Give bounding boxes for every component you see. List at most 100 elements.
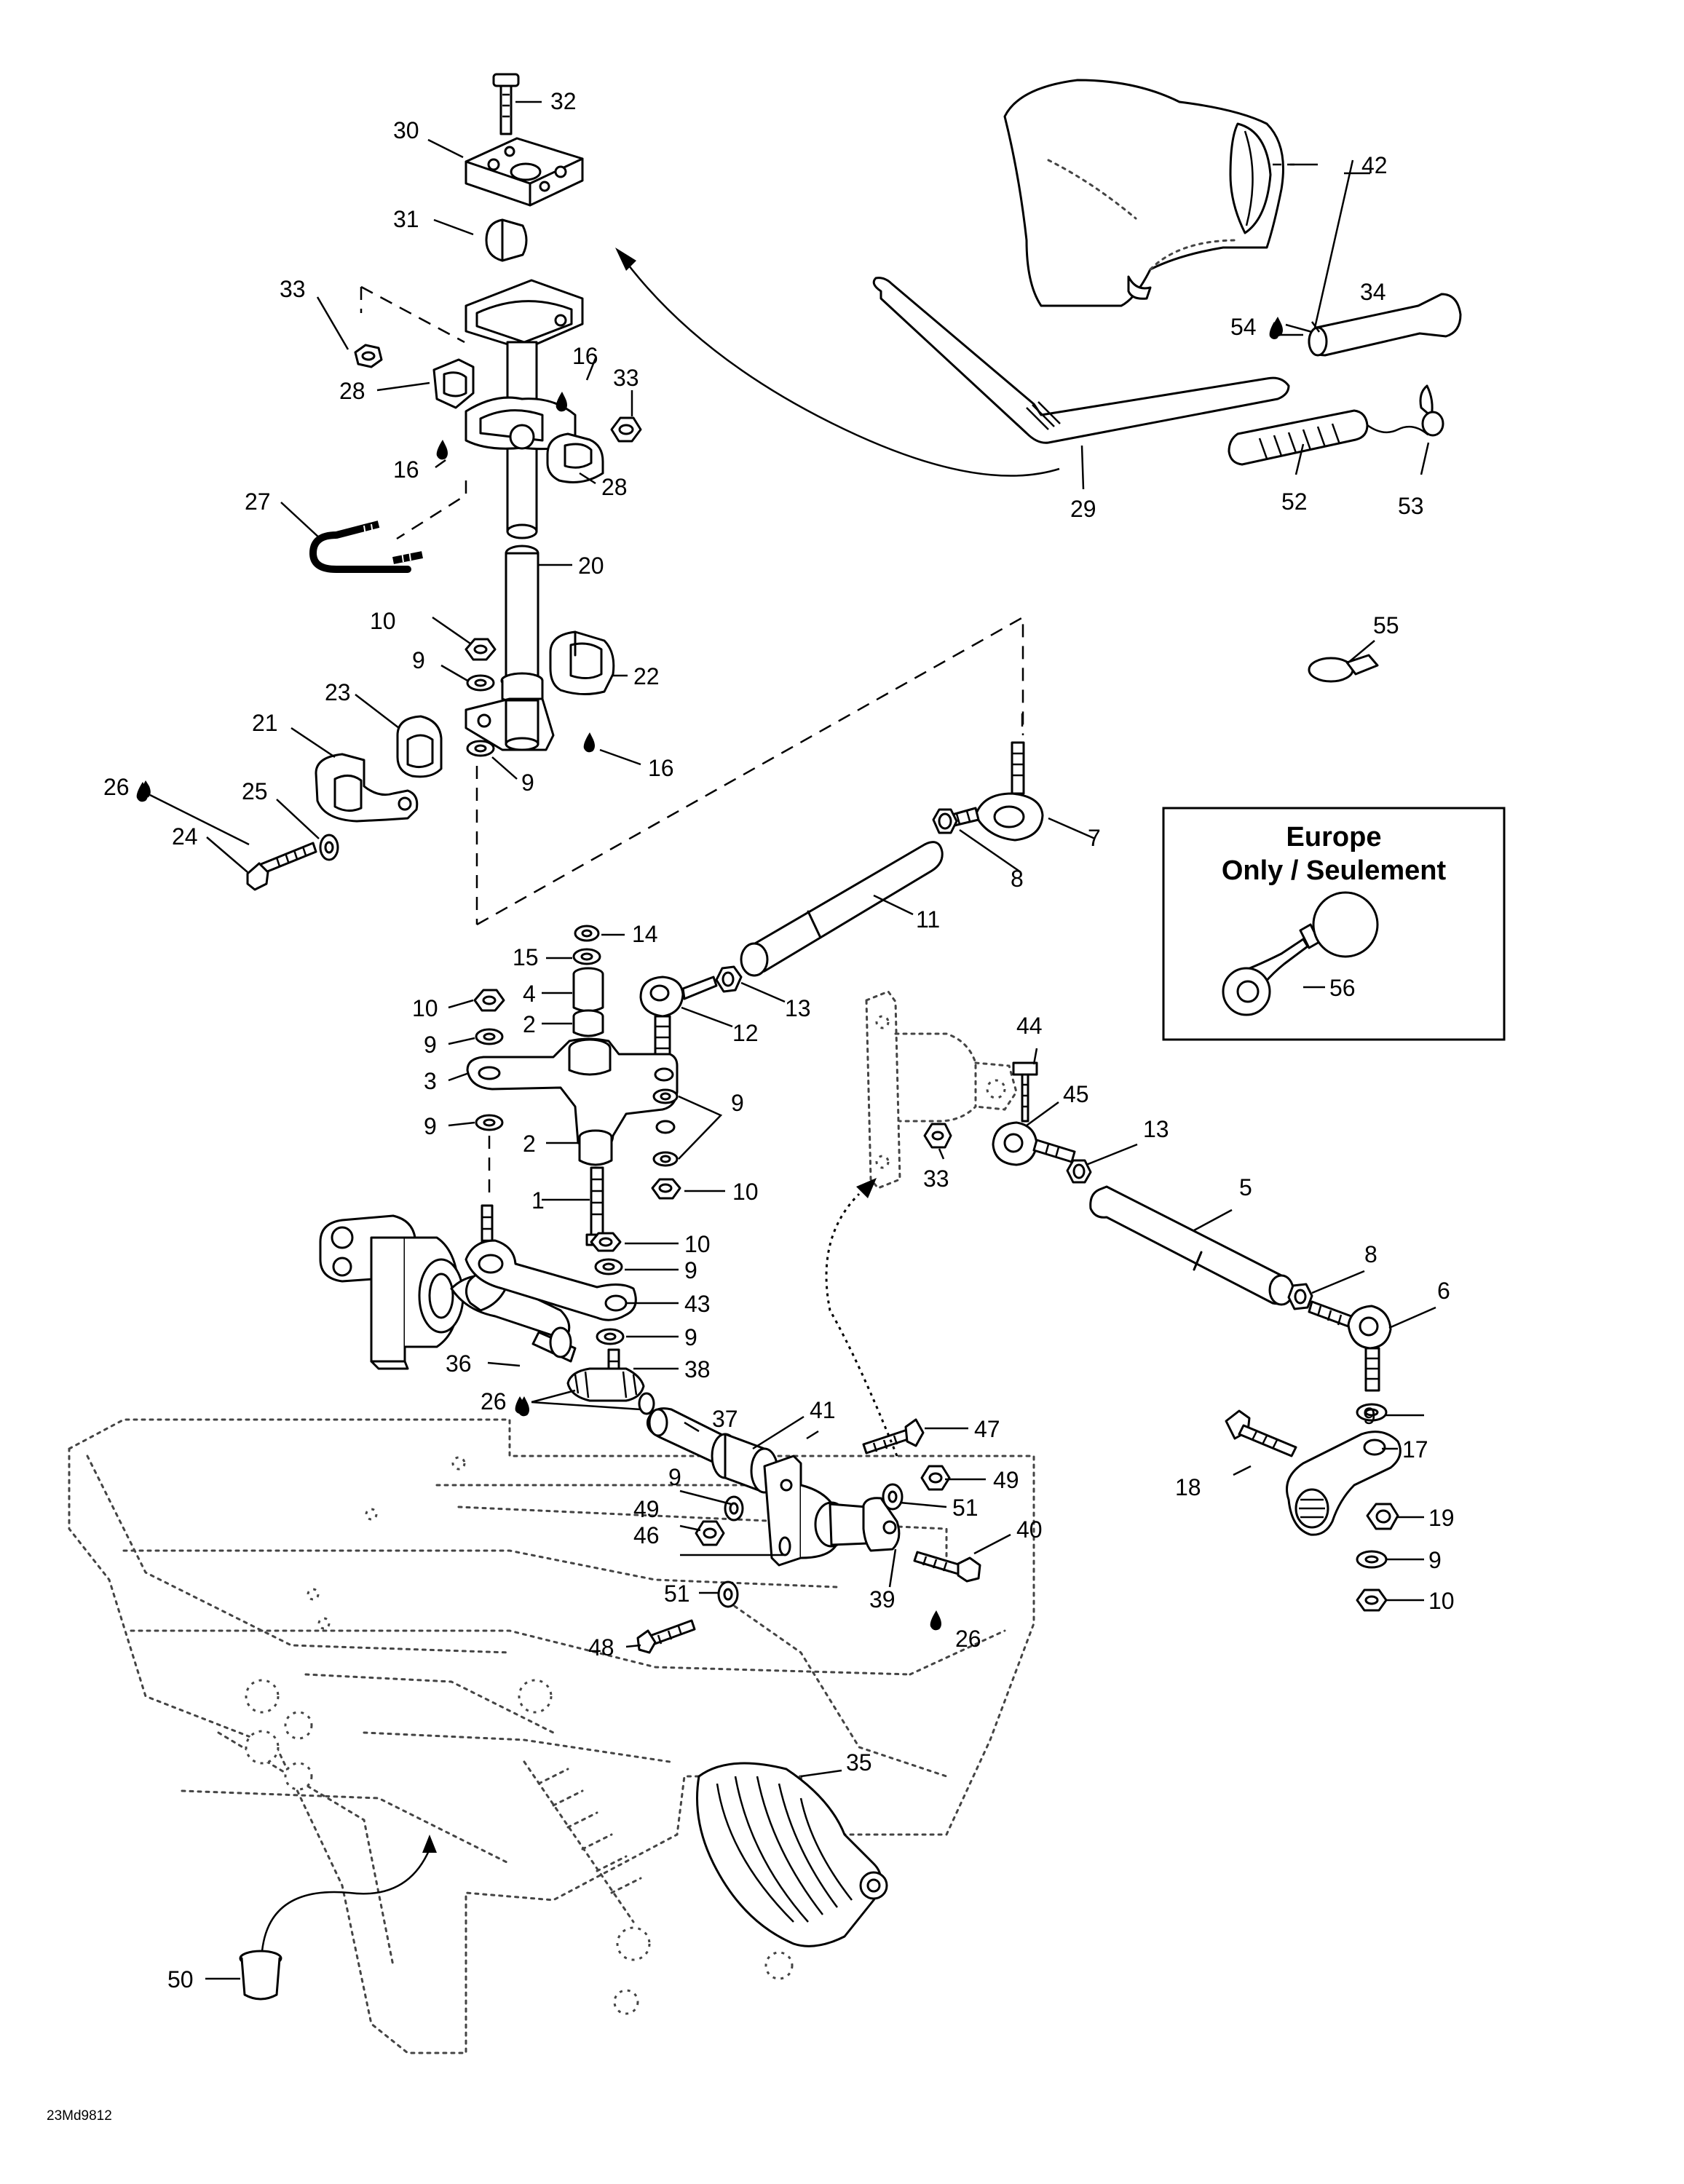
callout-32: 32 — [550, 88, 577, 114]
nut-8-left — [932, 808, 958, 834]
callout-28a: 28 — [339, 378, 365, 404]
callout-9a: 9 — [412, 647, 425, 673]
callout-46: 46 — [633, 1522, 660, 1548]
callout-5: 5 — [1239, 1174, 1252, 1200]
nut-10-arm — [473, 989, 505, 1012]
washer-9-column-upper — [466, 674, 495, 692]
region-box: Europe Only / Seulement — [1162, 807, 1506, 1041]
nut-33-upper-left — [354, 344, 383, 368]
callout-49a: 49 — [993, 1467, 1019, 1493]
callout-25: 25 — [242, 778, 268, 804]
bushing-50 — [239, 1835, 437, 2001]
steering-arm-3 — [466, 1037, 679, 1152]
callout-39: 39 — [869, 1586, 896, 1613]
callout-26c: 26 — [955, 1626, 981, 1652]
callout-9h: 9 — [1363, 1403, 1376, 1429]
callout-48: 48 — [588, 1634, 614, 1661]
callout-42: 42 — [1361, 152, 1388, 178]
handlebar-29 — [872, 277, 1290, 444]
nut-14 — [574, 925, 600, 942]
callout-14: 14 — [632, 921, 658, 947]
bolt-48 — [636, 1619, 696, 1654]
callout-10a: 10 — [370, 608, 396, 634]
callout-labels: 32 30 31 33 16 33 28 16 28 27 29 52 53 2… — [47, 88, 1455, 2124]
callout-40: 40 — [1016, 1516, 1043, 1543]
idler-arm-43 — [465, 1204, 637, 1321]
callout-35: 35 — [846, 1749, 872, 1776]
callout-36: 36 — [446, 1350, 472, 1377]
region-box-line1: Europe — [1286, 822, 1382, 852]
nut-49-right — [920, 1465, 951, 1491]
tie-rod-5 — [1089, 1185, 1294, 1306]
bushing-2-upper — [572, 1009, 604, 1037]
bushing-2-lower — [578, 1129, 613, 1166]
oil-drop-icon — [515, 1396, 525, 1414]
callout-33a: 33 — [280, 276, 306, 302]
horn-56 — [1222, 891, 1379, 1016]
steering-boot-35 — [696, 1762, 888, 1947]
u-bolt-27 — [309, 521, 423, 573]
nut-8-right — [1287, 1283, 1313, 1310]
housing-46 — [763, 1455, 849, 1567]
oil-drop-icon — [583, 732, 595, 753]
support-bracket-dashed — [865, 990, 1018, 1190]
callout-50: 50 — [167, 1966, 194, 1993]
callout-9c: 9 — [424, 1032, 437, 1058]
clip-55 — [1308, 654, 1379, 683]
washer-9-arm-upper — [475, 1028, 504, 1045]
callout-34: 34 — [1360, 279, 1386, 305]
region-box-line2: Only / Seulement — [1222, 855, 1447, 886]
callout-56: 56 — [1329, 975, 1356, 1001]
assembly-lines — [360, 248, 1060, 1457]
callout-9i: 9 — [668, 1464, 681, 1490]
callout-51a: 51 — [952, 1495, 979, 1521]
callout-33b: 33 — [613, 365, 639, 391]
callout-30: 30 — [393, 117, 419, 143]
nut-13-right — [1066, 1159, 1092, 1184]
grip-heater-52 — [1228, 409, 1369, 466]
shaft-39 — [829, 1497, 901, 1552]
callout-12: 12 — [732, 1020, 759, 1046]
callout-4: 4 — [523, 981, 536, 1007]
drawing-code: 23Md9812 — [47, 2108, 112, 2124]
callout-16b: 16 — [393, 456, 419, 483]
bushing-23 — [396, 715, 443, 778]
callout-49b: 49 — [633, 1496, 660, 1522]
callout-21: 21 — [252, 710, 278, 736]
oil-drop-icon — [436, 440, 448, 460]
callout-38: 38 — [684, 1356, 711, 1382]
support-housing-36 — [319, 1214, 465, 1370]
callout-37: 37 — [712, 1406, 738, 1432]
callout-27: 27 — [245, 488, 271, 515]
washer-9-right-b — [1356, 1550, 1388, 1569]
callout-8a: 8 — [1011, 866, 1024, 892]
oil-drop-icon — [930, 1610, 941, 1631]
washers-9-right-stack — [652, 1088, 679, 1167]
callout-10c: 10 — [732, 1179, 759, 1205]
callout-13b: 13 — [1143, 1116, 1169, 1142]
callout-9f: 9 — [684, 1257, 697, 1283]
ball-joint-7 — [938, 741, 1044, 842]
callout-47: 47 — [974, 1416, 1000, 1442]
callout-51b: 51 — [664, 1580, 690, 1607]
callout-9e: 9 — [424, 1113, 437, 1139]
callout-9j: 9 — [1428, 1547, 1442, 1573]
callout-26b: 26 — [481, 1388, 507, 1415]
callout-54: 54 — [1230, 314, 1257, 340]
clamp-half-28-left — [432, 358, 475, 409]
callout-10e: 10 — [1428, 1588, 1455, 1614]
callout-45: 45 — [1063, 1081, 1089, 1107]
washer-9-column-lower — [466, 740, 495, 757]
washer-51-left — [717, 1580, 739, 1608]
washer-9-center — [724, 1495, 744, 1522]
half-bushing-22 — [549, 630, 615, 695]
steering-arm-17 — [1286, 1431, 1402, 1536]
callout-53: 53 — [1398, 493, 1424, 519]
nut-10-right-b — [1356, 1588, 1388, 1612]
callout-28b: 28 — [601, 474, 628, 500]
washer-9-right-a — [1356, 1403, 1388, 1422]
callout-23: 23 — [325, 679, 351, 705]
bolt-47 — [862, 1418, 925, 1455]
callout-10b: 10 — [412, 995, 438, 1021]
callout-2b: 2 — [523, 1131, 536, 1157]
